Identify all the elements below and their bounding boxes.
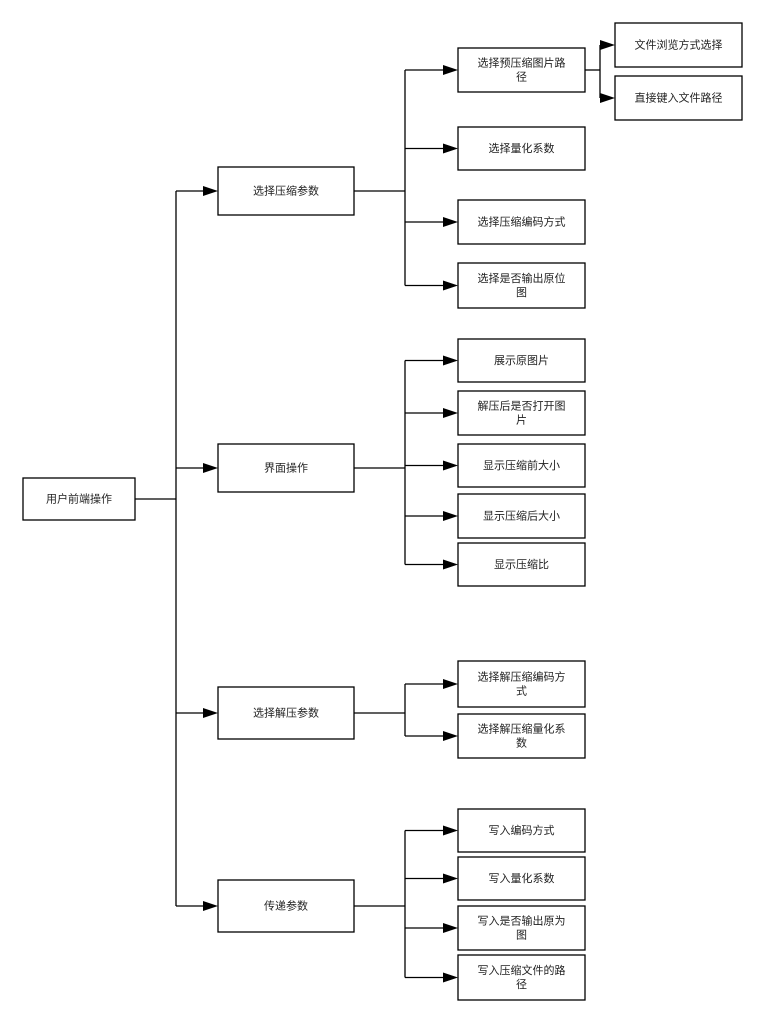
arrowhead: [443, 511, 458, 521]
node-label: 径: [516, 978, 527, 991]
node-box: [457, 713, 586, 759]
arrowhead: [443, 280, 458, 291]
arrowhead: [443, 972, 458, 983]
node-box: [217, 879, 355, 933]
node-c2e: 显示压缩比: [457, 542, 586, 587]
node-c2a: 展示原图片: [457, 338, 586, 383]
arrowhead: [600, 93, 615, 103]
node-label: 数: [516, 737, 527, 750]
node-label: 显示压缩比: [494, 558, 549, 571]
node-box: [217, 443, 355, 493]
arrowhead: [443, 408, 458, 418]
node-c1c: 选择压缩编码方式: [457, 199, 586, 245]
node-c4b: 写入量化系数: [457, 856, 586, 901]
node-label: 解压后是否打开图: [478, 399, 566, 413]
arrowhead: [443, 460, 458, 471]
arrowhead: [443, 731, 458, 741]
node-label: 用户前端操作: [46, 492, 112, 506]
arrowhead: [443, 923, 458, 933]
node-c2: 界面操作: [217, 443, 355, 493]
node-label: 传递参数: [264, 899, 308, 913]
node-label: 展示原图片: [494, 354, 549, 367]
node-label: 界面操作: [264, 461, 308, 475]
arrowhead: [443, 65, 458, 75]
node-box: [217, 166, 355, 216]
arrowhead: [443, 143, 458, 154]
node-label: 选择解压缩编码方: [478, 670, 566, 684]
node-box: [457, 660, 586, 708]
node-label: 图: [516, 286, 527, 299]
arrowhead: [443, 355, 458, 366]
node-label: 图: [516, 929, 527, 942]
node-c4: 传递参数: [217, 879, 355, 933]
node-c4a: 写入编码方式: [457, 808, 586, 853]
node-label: 选择量化系数: [489, 141, 555, 155]
arrowhead: [443, 679, 458, 689]
arrowhead: [443, 559, 458, 570]
arrowhead: [203, 463, 218, 473]
node-label: 选择预压缩图片路: [478, 56, 566, 70]
node-box: [457, 542, 586, 587]
node-c2c: 显示压缩前大小: [457, 443, 586, 488]
node-box: [217, 686, 355, 740]
node-box: [457, 808, 586, 853]
node-box: [614, 75, 743, 121]
node-label: 选择压缩编码方式: [478, 215, 566, 229]
node-box: [614, 22, 743, 68]
node-label: 写入量化系数: [489, 871, 555, 885]
arrowhead: [600, 40, 615, 50]
arrowhead: [443, 217, 458, 227]
arrowhead: [203, 708, 218, 718]
node-box: [457, 954, 586, 1001]
node-c2d: 显示压缩后大小: [457, 493, 586, 539]
node-box: [457, 856, 586, 901]
node-label: 写入编码方式: [489, 823, 555, 837]
node-label: 写入是否输出原为: [478, 914, 566, 928]
node-label: 式: [516, 685, 527, 698]
node-c3: 选择解压参数: [217, 686, 355, 740]
arrowhead: [443, 873, 458, 884]
node-box: [457, 390, 586, 436]
node-label: 文件浏览方式选择: [635, 38, 723, 52]
node-c1a2: 直接键入文件路径: [614, 75, 743, 121]
node-c1b: 选择量化系数: [457, 126, 586, 171]
node-label: 选择解压缩量化系: [478, 722, 566, 736]
node-root: 用户前端操作: [22, 477, 136, 521]
connector-lines: [135, 40, 615, 983]
arrowhead: [203, 901, 218, 911]
node-label: 选择解压参数: [253, 706, 319, 720]
arrowhead: [203, 186, 218, 196]
node-box: [457, 493, 586, 539]
node-label: 写入压缩文件的路: [478, 963, 566, 977]
node-label: 显示压缩前大小: [483, 458, 560, 472]
node-c1a1: 文件浏览方式选择: [614, 22, 743, 68]
node-label: 径: [516, 71, 527, 84]
node-box: [457, 126, 586, 171]
node-box: [457, 443, 586, 488]
node-label: 直接键入文件路径: [635, 91, 723, 105]
node-label: 显示压缩后大小: [483, 509, 560, 523]
node-label: 选择是否输出原位: [478, 271, 566, 285]
node-label: 选择压缩参数: [253, 184, 319, 198]
node-box: [457, 262, 586, 309]
node-label: 片: [516, 414, 527, 427]
node-box: [22, 477, 136, 521]
node-box: [457, 905, 586, 951]
arrowhead: [443, 825, 458, 836]
node-box: [457, 47, 586, 93]
node-box: [457, 199, 586, 245]
node-c1: 选择压缩参数: [217, 166, 355, 216]
node-box: [457, 338, 586, 383]
